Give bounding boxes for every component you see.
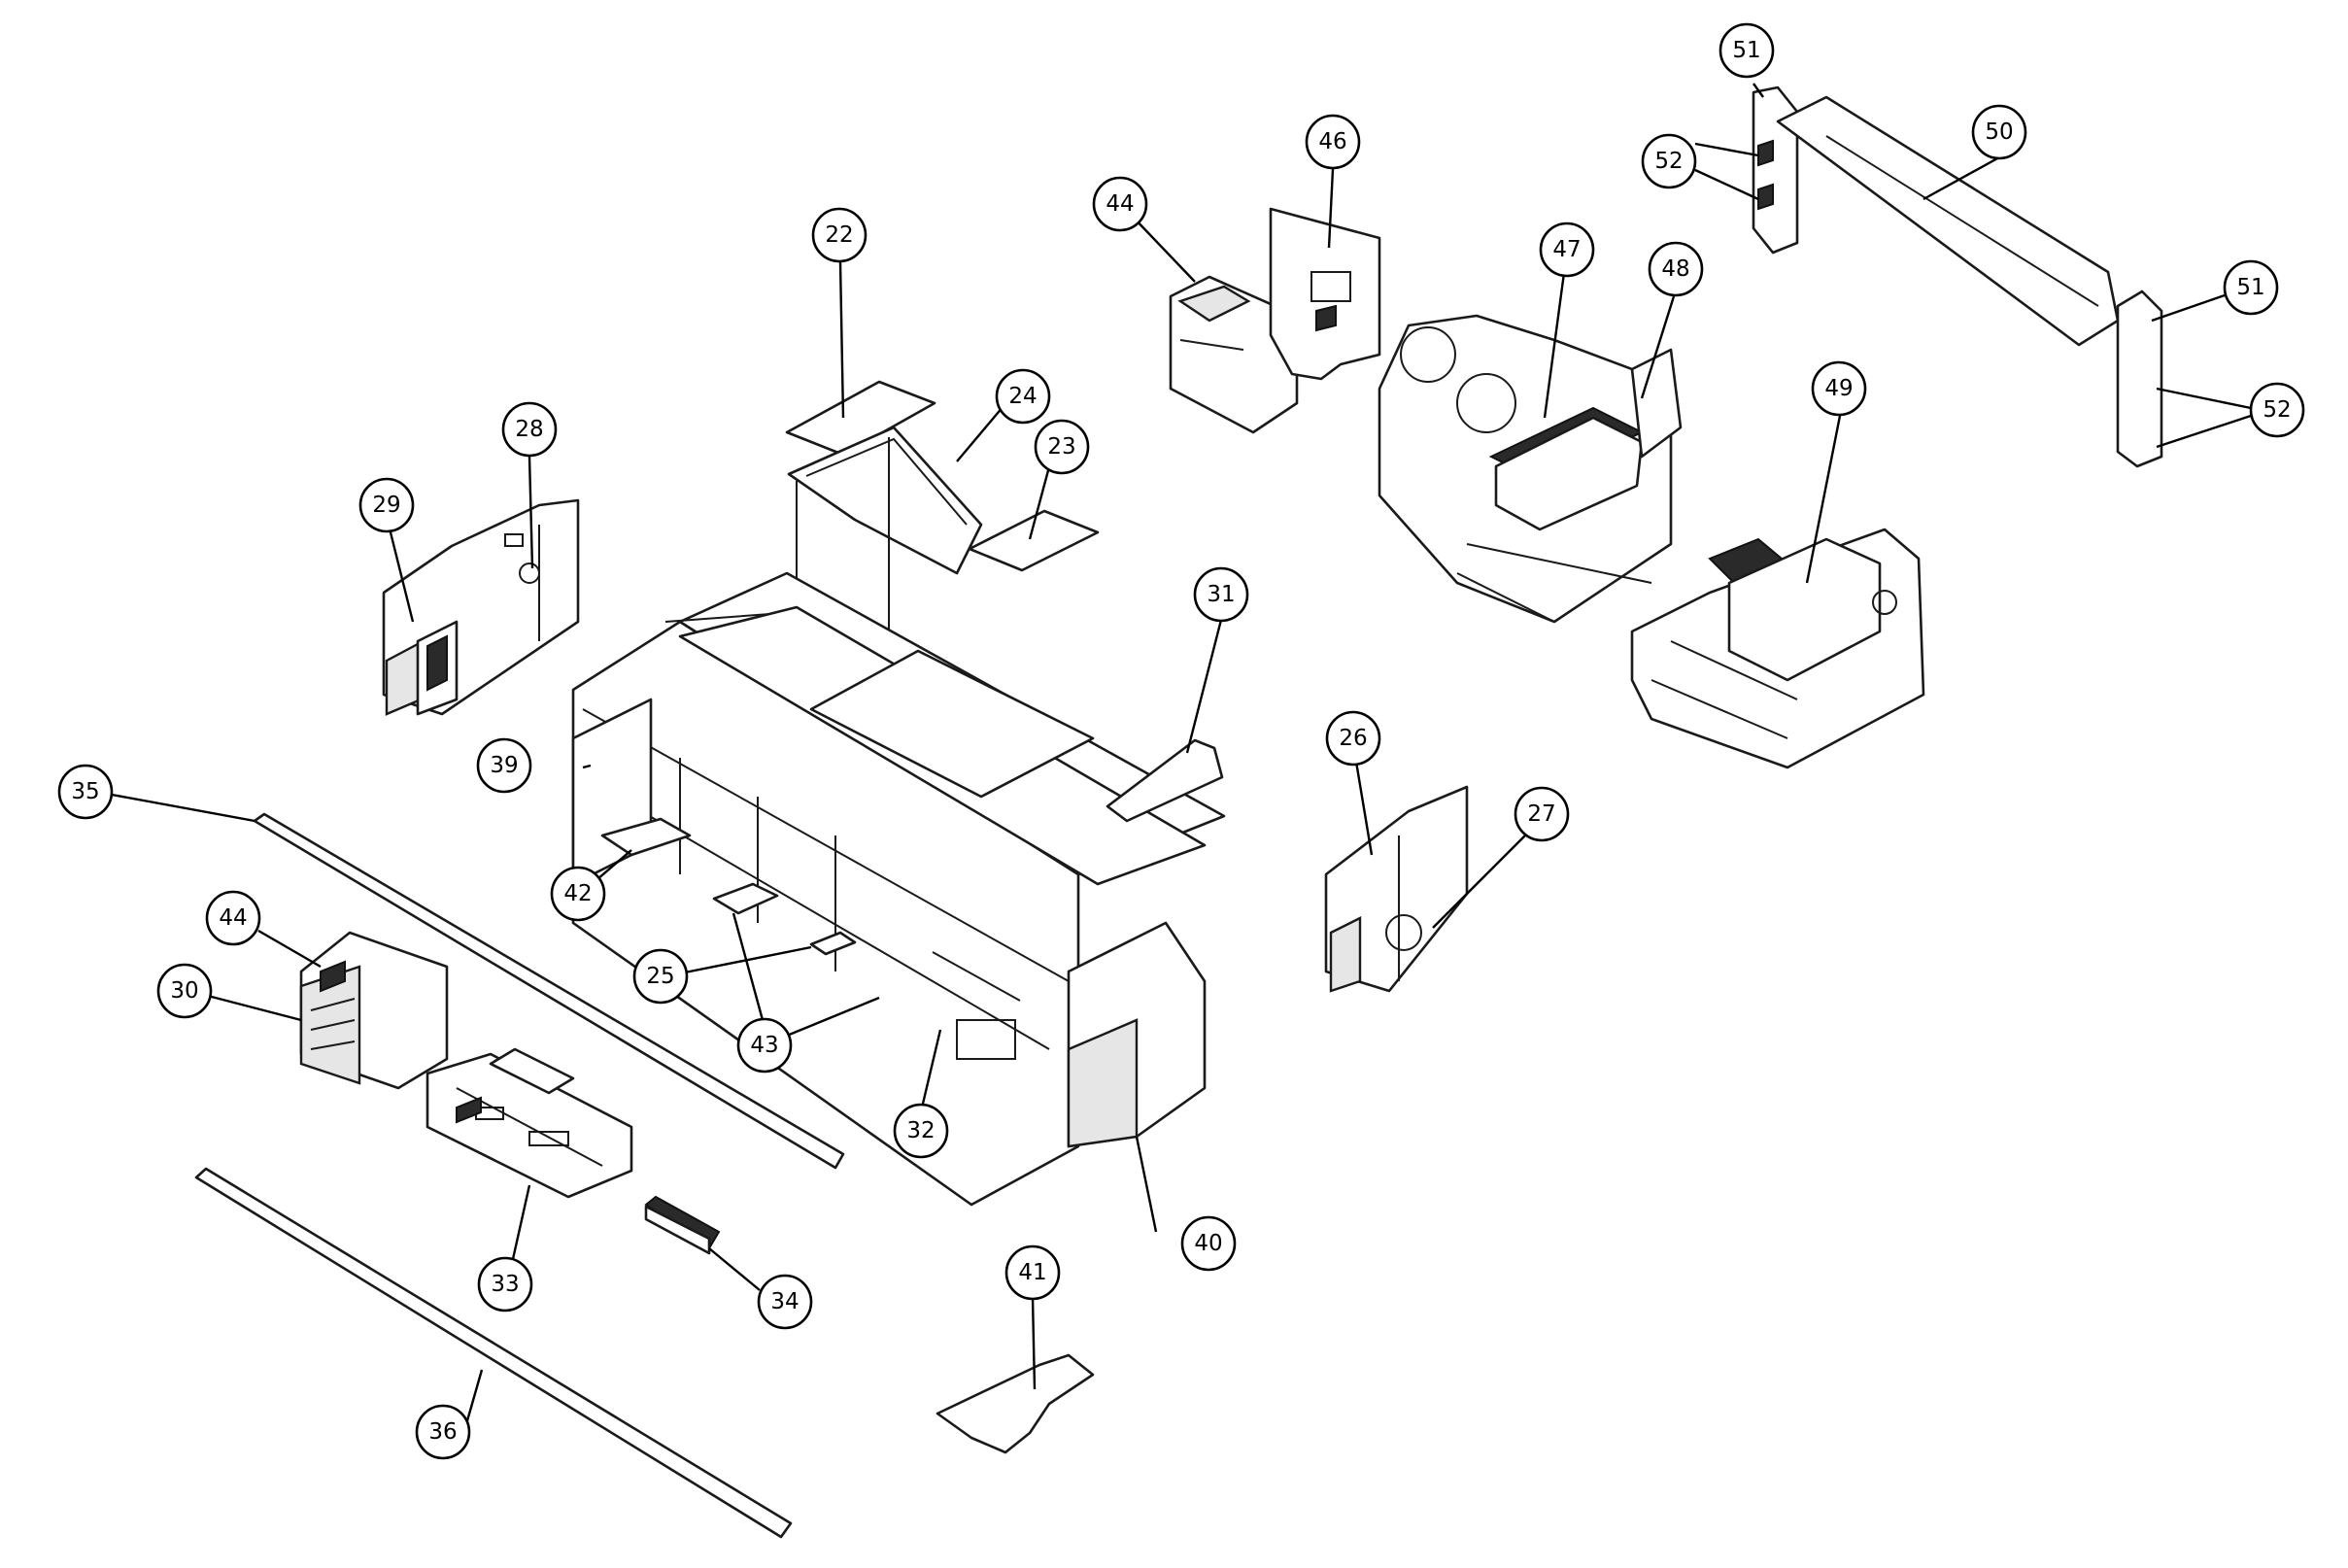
callout-label: 42 <box>563 881 592 906</box>
callout-42: 42 <box>550 866 606 922</box>
callout-label: 30 <box>170 978 198 1004</box>
part-47-48-fan-assembly <box>1378 314 1683 624</box>
part-34-small-grille <box>644 1195 721 1255</box>
callout-label: 25 <box>646 964 674 989</box>
callout-32: 32 <box>893 1103 949 1159</box>
part-22-top-sheet <box>785 380 936 457</box>
callout-label: 27 <box>1527 801 1555 827</box>
callout-label: 51 <box>1732 38 1760 63</box>
callout-label: 32 <box>906 1118 935 1143</box>
callout-43: 43 <box>736 1017 793 1074</box>
callout-33: 33 <box>477 1256 533 1312</box>
callout-26: 26 <box>1325 710 1381 767</box>
callout-label: 50 <box>1985 119 2013 145</box>
callout-44-bottom: 44 <box>205 890 261 946</box>
part-23-sheet <box>968 509 1100 572</box>
callout-31: 31 <box>1193 566 1249 623</box>
callout-34: 34 <box>757 1274 813 1330</box>
callout-40: 40 <box>1180 1215 1237 1272</box>
callout-23: 23 <box>1034 419 1090 475</box>
callout-label: 35 <box>71 779 99 804</box>
callout-24: 24 <box>995 368 1051 425</box>
callout-28: 28 <box>501 401 558 458</box>
callout-label: 34 <box>770 1289 799 1314</box>
part-32-main-chassis <box>571 571 1226 1207</box>
callout-label: 23 <box>1047 434 1075 460</box>
callout-label: 24 <box>1008 384 1037 409</box>
callout-label: 40 <box>1194 1231 1222 1256</box>
callout-label: 46 <box>1318 129 1346 154</box>
callout-47: 47 <box>1539 222 1595 278</box>
callout-50: 50 <box>1971 104 2027 160</box>
callout-label: 33 <box>491 1272 519 1297</box>
callout-label: 26 <box>1339 726 1367 751</box>
callout-label: 52 <box>1654 149 1683 174</box>
callout-label: 39 <box>490 753 518 778</box>
callout-label: 52 <box>2263 397 2291 423</box>
callout-51-right: 51 <box>2223 259 2279 316</box>
part-33-connector-panel <box>425 1047 633 1199</box>
callout-label: 41 <box>1018 1260 1046 1285</box>
callout-label: 29 <box>372 493 400 518</box>
callout-label: 44 <box>219 905 247 931</box>
callout-52-left: 52 <box>1641 133 1697 189</box>
callout-35: 35 <box>57 764 114 820</box>
part-36-strip <box>194 1167 793 1539</box>
callout-label: 36 <box>428 1419 457 1445</box>
leader-lines <box>111 83 2252 1425</box>
part-28-29-side-bracket <box>382 498 580 716</box>
callout-label: 44 <box>1106 191 1134 217</box>
part-44-box-top <box>1169 275 1299 434</box>
part-31-rail <box>1106 738 1224 823</box>
callout-44-top: 44 <box>1092 176 1148 232</box>
part-49-engine-assembly <box>1630 528 1925 769</box>
callout-label: 31 <box>1207 582 1235 607</box>
part-35-strip <box>253 812 845 1170</box>
part-30-box <box>299 931 449 1090</box>
callout-27: 27 <box>1514 786 1570 842</box>
part-41-plate <box>936 1353 1095 1454</box>
callout-label: 28 <box>515 417 543 442</box>
callout-41: 41 <box>1004 1244 1061 1301</box>
part-42-tab <box>600 817 692 857</box>
callout-29: 29 <box>358 477 415 533</box>
callout-48: 48 <box>1648 241 1704 297</box>
part-46-bracket <box>1269 207 1381 381</box>
callout-label: 51 <box>2236 275 2264 300</box>
part-25-tab <box>809 931 857 956</box>
callout-51-top: 51 <box>1718 22 1775 79</box>
callout-22: 22 <box>811 207 868 263</box>
callout-label: 22 <box>825 222 853 248</box>
part-50-51-52-rail-frame <box>1752 85 2163 468</box>
callout-36: 36 <box>415 1404 471 1460</box>
callout-label: 48 <box>1661 256 1689 282</box>
callout-52-right: 52 <box>2249 382 2305 438</box>
callout-label: 43 <box>750 1033 778 1058</box>
callout-label: 49 <box>1824 376 1853 401</box>
part-26-27-side-panel <box>1324 785 1469 993</box>
part-43-tab <box>712 882 779 915</box>
callout-30: 30 <box>156 963 213 1019</box>
callout-label: 47 <box>1552 237 1581 262</box>
callout-49: 49 <box>1811 360 1867 417</box>
callout-25: 25 <box>632 948 689 1005</box>
callout-46: 46 <box>1305 114 1361 170</box>
callout-39: 39 <box>476 737 532 794</box>
